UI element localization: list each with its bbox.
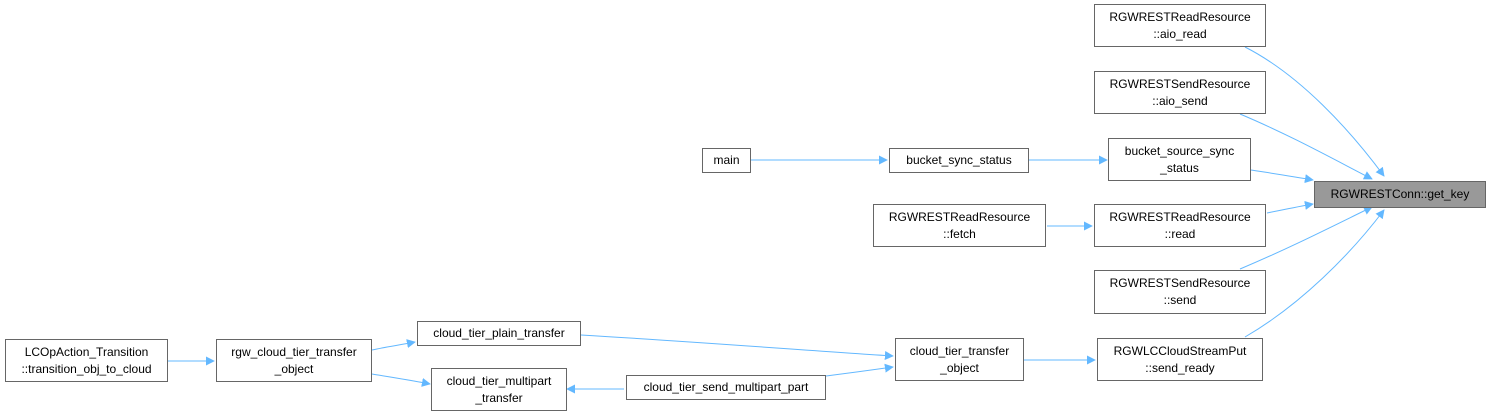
node-label-line2: ::send — [1163, 293, 1197, 307]
node-label: RGWRESTConn::get_key — [1330, 187, 1470, 201]
node-label-line1: RGWRESTReadResource — [1109, 209, 1251, 224]
node-label-line2: ::aio_send — [1152, 93, 1208, 108]
node-rgwrestsendresource-aio-send[interactable]: RGWRESTSendResource ::aio_send — [1094, 71, 1266, 114]
edge-aio-read-to-root — [1244, 46, 1385, 177]
node-label-line1: bucket_source_sync — [1124, 143, 1235, 158]
node-cloud-tier-send-multipart-part[interactable]: cloud_tier_send_multipart_part — [626, 375, 826, 400]
node-bucket-sync-status[interactable]: bucket_sync_status — [889, 148, 1029, 173]
node-label: main — [713, 153, 740, 167]
node-lcopaction-transition-obj-to-cloud[interactable]: LCOpAction_Transition ::transition_obj_t… — [5, 339, 168, 382]
edge-rgwctto-to-ctpt — [371, 339, 416, 351]
node-label: cloud_tier_plain_transfer — [433, 326, 565, 340]
node-cloud-tier-multipart-transfer[interactable]: cloud_tier_multipart _transfer — [431, 368, 567, 411]
node-label-line2: ::send_ready — [1145, 360, 1215, 375]
edge-sendready-to-root — [1244, 209, 1385, 338]
node-cloud-tier-transfer-object[interactable]: cloud_tier_transfer _object — [895, 338, 1024, 381]
node-cloud-tier-plain-transfer[interactable]: cloud_tier_plain_transfer — [417, 321, 581, 346]
edge-aio-send-to-root — [1239, 113, 1373, 180]
node-rgwrestreadresource-fetch[interactable]: RGWRESTReadResource ::fetch — [873, 204, 1046, 247]
node-bucket-source-sync-status[interactable]: bucket_source_sync _status — [1108, 138, 1251, 181]
node-label-line2: _status — [1160, 160, 1199, 175]
edge-bss-to-root — [1250, 169, 1314, 184]
node-label-line2: ::aio_read — [1153, 26, 1207, 41]
edge-ssend-to-root — [1239, 206, 1373, 270]
node-rgwrestsendresource-send[interactable]: RGWRESTSendResource ::send — [1094, 270, 1266, 314]
edge-rread-to-root — [1266, 200, 1314, 214]
node-label-line1: RGWRESTSendResource — [1109, 76, 1251, 91]
edge-ctsmp-to-ctto — [825, 363, 894, 377]
node-label-line1: RGWRESTReadResource — [1109, 9, 1251, 24]
node-label-line1: cloud_tier_transfer — [909, 343, 1010, 358]
node-label: cloud_tier_send_multipart_part — [643, 380, 809, 394]
node-label-line2: _transfer — [475, 390, 523, 405]
node-label-line1: rgw_cloud_tier_transfer — [231, 344, 357, 359]
node-rgwrestreadresource-read[interactable]: RGWRESTReadResource ::read — [1094, 204, 1266, 247]
node-label-line1: RGWRESTSendResource — [1109, 276, 1251, 290]
node-rgwlccloudstreamput-send-ready[interactable]: RGWLCCloudStreamPut ::send_ready — [1097, 338, 1263, 381]
edge-ctpt-to-ctto — [580, 334, 894, 360]
node-label-line2: ::transition_obj_to_cloud — [21, 361, 152, 376]
node-label-line1: RGWRESTReadResource — [888, 209, 1031, 224]
node-label-line2: _object — [274, 361, 314, 376]
node-label-line1: LCOpAction_Transition — [24, 344, 149, 359]
node-label-line2: ::read — [1164, 226, 1196, 241]
node-rgwrestreadresource-aio-read[interactable]: RGWRESTReadResource ::aio_read — [1094, 4, 1266, 47]
node-rgw-cloud-tier-transfer-object[interactable]: rgw_cloud_tier_transfer _object — [216, 339, 372, 382]
node-label-line1: RGWLCCloudStreamPut — [1113, 343, 1247, 358]
edge-rgwctto-to-ctmt — [371, 373, 431, 387]
node-main[interactable]: main — [702, 148, 751, 173]
node-rgwrestconn-get-key: RGWRESTConn::get_key — [1314, 181, 1486, 208]
node-label-line1: cloud_tier_multipart — [446, 373, 552, 388]
node-label-line2: ::fetch — [943, 226, 976, 241]
node-label: bucket_sync_status — [906, 153, 1012, 167]
node-label-line2: _object — [940, 360, 979, 375]
